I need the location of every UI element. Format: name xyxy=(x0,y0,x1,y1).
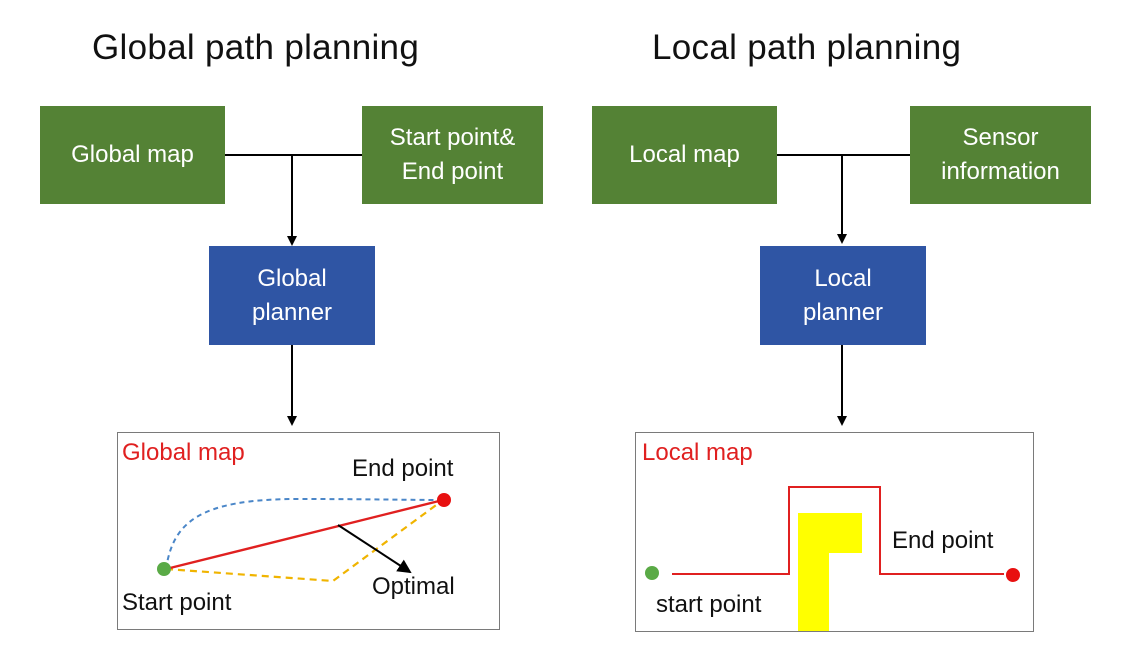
global-map-box: Global map xyxy=(40,106,225,204)
global-map-title: Global map xyxy=(122,439,245,466)
alt-path-yellow xyxy=(165,499,444,583)
local-title: Local path planning xyxy=(652,28,962,67)
global-map-box-label: Global map xyxy=(71,141,194,168)
local-start-point-label: start point xyxy=(656,591,762,618)
sensor-information-box: Sensor information xyxy=(910,106,1091,204)
end-point-dot xyxy=(437,493,451,507)
optimal-path xyxy=(165,498,444,571)
start-end-line1: Start point& xyxy=(389,124,516,151)
local-map-box: Local map xyxy=(592,106,777,204)
global-end-point-label: End point xyxy=(352,455,454,482)
sensor-line2: information xyxy=(941,158,1060,185)
start-point-dot xyxy=(157,562,171,576)
global-map-panel: Global map End point Start point Optimal xyxy=(117,432,500,630)
global-title: Global path planning xyxy=(92,28,420,67)
optimal-arrow xyxy=(337,524,412,574)
local-planner-line1: Local xyxy=(814,264,872,292)
optimal-label: Optimal xyxy=(372,573,455,600)
local-end-point-dot xyxy=(1006,568,1020,582)
local-paths xyxy=(645,486,1020,631)
local-map-title: Local map xyxy=(642,439,753,466)
local-start-point-dot xyxy=(645,566,659,580)
local-map-box-label: Local map xyxy=(629,141,740,168)
obstacle xyxy=(798,513,862,631)
local-planner-box: Local planner xyxy=(760,246,926,345)
global-planner-box: Global planner xyxy=(209,246,375,345)
global-planner-line2: planner xyxy=(251,298,333,326)
global-start-point-label: Start point xyxy=(122,589,232,616)
global-paths xyxy=(157,493,451,583)
local-end-point-label: End point xyxy=(892,527,994,554)
alt-path-blue xyxy=(165,497,444,570)
start-end-line2: End point xyxy=(401,158,504,185)
local-path xyxy=(672,486,1004,575)
local-planner-line2: planner xyxy=(802,298,884,326)
sensor-line1: Sensor xyxy=(962,124,1039,151)
local-map-panel: Local map End point start point xyxy=(635,432,1034,632)
start-end-point-box: Start point& End point xyxy=(362,106,543,204)
global-planner-line1: Global xyxy=(257,264,327,292)
